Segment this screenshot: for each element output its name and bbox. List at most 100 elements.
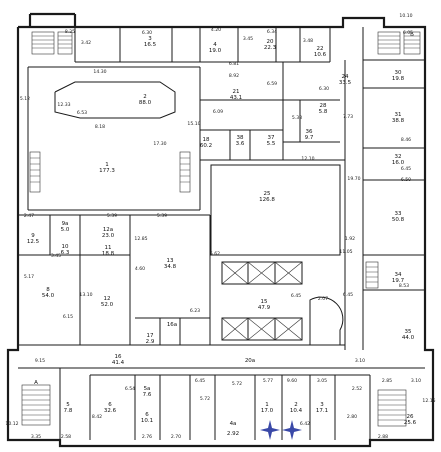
room-area: 16.0 — [392, 160, 405, 166]
dimension: 2.52 — [352, 386, 362, 392]
room-number: 37 — [268, 135, 275, 141]
room-number: 16a — [167, 322, 177, 328]
stair-hall-left — [29, 151, 41, 193]
dimension: 3.10 — [411, 378, 421, 384]
room-number: 1 — [105, 162, 109, 168]
dimension: 2.80 — [347, 414, 357, 420]
room-area: 2.92 — [227, 431, 239, 437]
staircases — [21, 31, 421, 427]
dimension: 8.53 — [399, 283, 409, 289]
dimension: 5.77 — [263, 378, 273, 384]
dimension: 10.10 — [399, 13, 412, 19]
dimension: 4.20 — [211, 27, 221, 33]
room-number: 3 — [148, 36, 152, 42]
room-area: 38.8 — [392, 118, 405, 124]
room-number: 9a — [62, 221, 69, 227]
dimension: 8.25 — [65, 29, 75, 35]
dimension: 4.60 — [135, 266, 145, 272]
room-number: 26 — [407, 414, 414, 420]
dimension: 10.12 — [5, 421, 18, 427]
dimension: 9.60 — [287, 378, 297, 384]
dimension-labels: 8.25 3.42 6.30 4.20 3.45 6.34 3.48 10.10… — [5, 13, 435, 440]
dimension: 8.92 — [229, 73, 239, 79]
stair-top-left — [31, 31, 73, 55]
dimension: 14.30 — [93, 69, 106, 75]
room-number: 5a — [144, 386, 151, 392]
dimension: 3.42 — [81, 40, 91, 46]
dimension: 15.10 — [187, 121, 200, 127]
dimension: 6.05 — [403, 30, 413, 36]
stair-label-a: A — [34, 380, 38, 386]
room-number: 16 — [115, 354, 122, 360]
room-area: 126.8 — [259, 197, 275, 203]
room-number: 4a — [230, 421, 237, 427]
dimension: 8.18 — [95, 124, 105, 130]
dimension: 6.34 — [267, 29, 277, 35]
dimension: 6.45 — [291, 293, 301, 299]
room-number: 6 — [108, 402, 112, 408]
room-number: 13 — [167, 258, 174, 264]
room-number: 6 — [145, 412, 149, 418]
stair-bottom-left — [21, 384, 51, 426]
room-number: 1 — [265, 402, 269, 408]
room-number: 20 — [267, 39, 274, 45]
room-number: 9 — [31, 233, 35, 239]
dimension: 5.72 — [200, 396, 210, 402]
room-area: 43.1 — [230, 95, 242, 101]
dimension: 12.33 — [57, 102, 70, 108]
star-marker-icon — [282, 420, 302, 440]
room-number: 34 — [395, 272, 402, 278]
dimension: 5.72 — [232, 381, 242, 387]
room-area: 34.8 — [164, 264, 177, 270]
dimension: 2.58 — [61, 434, 71, 440]
room-number: 25 — [264, 191, 271, 197]
dimension: 6.42 — [300, 421, 310, 427]
room-number: 12a — [103, 227, 113, 233]
stair-hall-right — [179, 151, 191, 193]
room-area: 10.6 — [314, 52, 327, 58]
room-number: 2 — [294, 402, 298, 408]
room-number: 2 — [143, 94, 147, 100]
room-number: 5 — [66, 402, 70, 408]
dimension: 6.54 — [125, 386, 135, 392]
room-number: 36 — [306, 129, 313, 135]
dimension: 9.15 — [35, 358, 45, 364]
dimension: 11.05 — [339, 249, 352, 255]
room-area: 3.6 — [236, 141, 245, 147]
dimension: 6.45 — [401, 166, 411, 172]
room-area: 50.8 — [392, 217, 405, 223]
room-number: 28 — [320, 103, 327, 109]
dimension: 8.42 — [92, 414, 102, 420]
star-marker-icon — [260, 420, 280, 440]
dimension: 2.76 — [142, 434, 152, 440]
room-area: 25.6 — [404, 420, 417, 426]
room-area: 47.9 — [258, 305, 271, 311]
dimension: 3.45 — [51, 253, 61, 259]
dimension: 5.38 — [292, 115, 302, 121]
dimension: 6.81 — [229, 61, 239, 67]
room-area: 52.0 — [101, 302, 114, 308]
dimension: 6.53 — [77, 110, 87, 116]
dimension: 2.70 — [171, 434, 181, 440]
dimension: 3.45 — [243, 36, 253, 42]
dimension: 6.15 — [63, 314, 73, 320]
room-area: 177.3 — [99, 168, 115, 174]
room-number: 24 — [342, 74, 349, 80]
dimension: 2.88 — [378, 434, 388, 440]
room-area: 19.0 — [209, 48, 222, 54]
stair-bottom-right — [377, 389, 407, 427]
stair-right-mid — [365, 261, 379, 289]
dimension: 5.39 — [157, 213, 167, 219]
dimension: 13.10 — [79, 292, 92, 298]
dimension: 6.45 — [195, 378, 205, 384]
dimension: 3.48 — [303, 38, 313, 44]
dimension: 12.15 — [422, 398, 435, 404]
room-number: 38 — [237, 135, 244, 141]
room-number: 33 — [395, 211, 402, 217]
room-area: 32.6 — [104, 408, 117, 414]
dimension: 6.30 — [142, 30, 152, 36]
room-number: 22 — [317, 46, 324, 52]
room-number: 15 — [261, 299, 268, 305]
room-area: 12.5 — [27, 239, 40, 245]
